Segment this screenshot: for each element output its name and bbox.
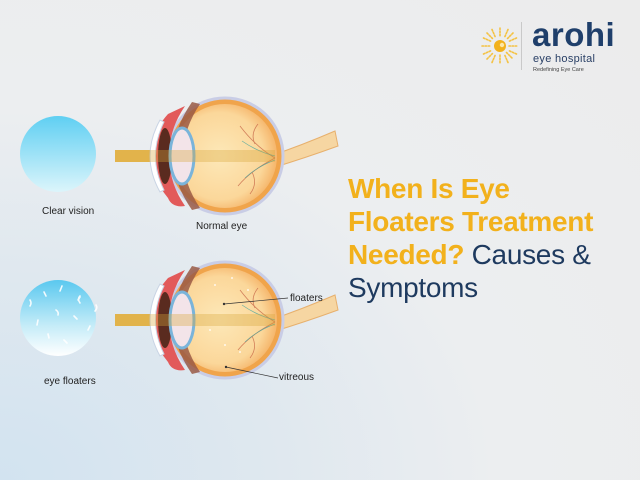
title-highlight-2: Floaters Treatment	[348, 206, 594, 237]
title-highlight-1: When Is Eye	[348, 173, 510, 204]
normal-eye-label: Normal eye	[196, 221, 248, 232]
page-title: When Is Eye Floaters Treatment Needed? C…	[348, 172, 633, 304]
vitreous-callout: vitreous	[279, 372, 315, 383]
brand-name: arohi	[532, 16, 616, 53]
hospital-logo: arohi eye hospital Redefining Eye Care	[478, 16, 638, 78]
title-normal-3: Causes &	[464, 239, 591, 270]
title-normal-4: Symptoms	[348, 272, 478, 303]
logo-divider	[521, 22, 522, 70]
clear-vision-circle	[20, 116, 96, 192]
eye-floaters-label: eye floaters	[44, 376, 96, 387]
sun-icon	[481, 27, 519, 65]
brand-subtitle: eye hospital	[533, 53, 596, 65]
eye-illustration	[20, 96, 340, 380]
brand-tagline: Redefining Eye Care	[533, 67, 584, 73]
floaters-callout: floaters	[290, 293, 323, 304]
floaters-vision-circle	[20, 280, 96, 356]
clear-vision-label: Clear vision	[42, 206, 95, 217]
title-highlight-3: Needed?	[348, 239, 465, 270]
